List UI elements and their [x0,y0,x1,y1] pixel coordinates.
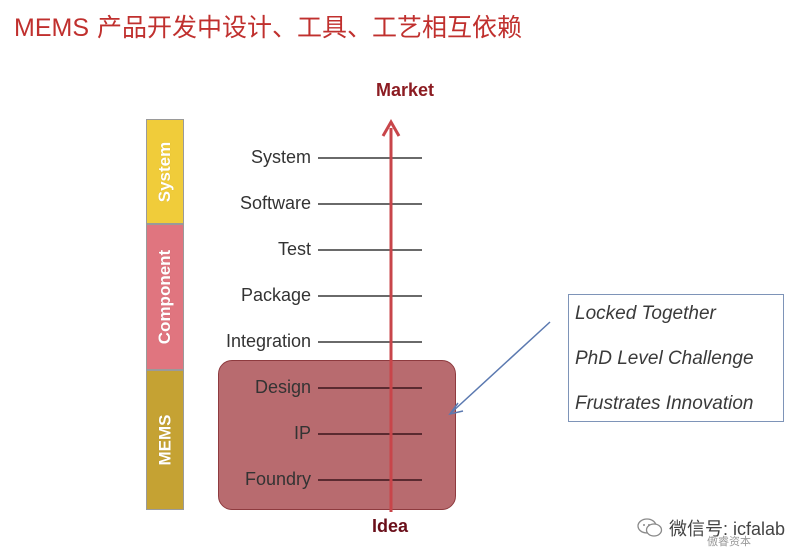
band-mems: MEMS [146,370,184,510]
band-component: Component [146,224,184,370]
connector-arrow-head-icon [448,402,464,416]
title-main: 产品开发中设计、工具、工艺相互依赖 [89,13,522,42]
layer-line-integration [318,341,422,343]
callout-connector-line [451,321,551,413]
layer-label-foundry: Foundry [244,469,311,489]
title-prefix: MEMS [14,14,89,42]
band-system: System [146,119,184,224]
page-title: MEMS 产品开发中设计、工具、工艺相互依赖 [14,8,522,44]
layer-line-package [318,295,422,297]
callout-item-phd-challenge: PhD Level Challenge [575,348,754,369]
layer-label-test: Test [277,239,311,259]
layer-label-ip: IP [293,423,311,443]
layer-label-package: Package [240,285,311,305]
layer-line-design [318,387,422,389]
layer-line-foundry [318,479,422,481]
layer-line-ip [318,433,422,435]
callout-item-frustrates-innovation: Frustrates Innovation [575,393,754,414]
layer-label-design: Design [254,377,311,397]
layer-label-system: System [250,147,311,167]
layer-line-software [318,203,422,205]
layer-line-system [318,157,422,159]
market-label: Market [375,80,435,100]
watermark-subtext: 傲睿资本 [707,536,751,548]
layer-line-test [318,249,422,251]
arrow-head-icon [381,118,401,137]
layer-label-software: Software [239,193,311,213]
mems-region-box [218,360,456,510]
layer-label-integration: Integration [225,331,311,351]
callout-box: Locked Together PhD Level Challenge Frus… [568,294,784,422]
idea-label: Idea [371,516,409,536]
callout-item-locked-together: Locked Together [575,303,716,324]
wechat-icon [637,517,663,539]
watermark-text: 微信号: icfalab [668,519,785,539]
watermark: 微信号: icfalab [637,515,785,541]
